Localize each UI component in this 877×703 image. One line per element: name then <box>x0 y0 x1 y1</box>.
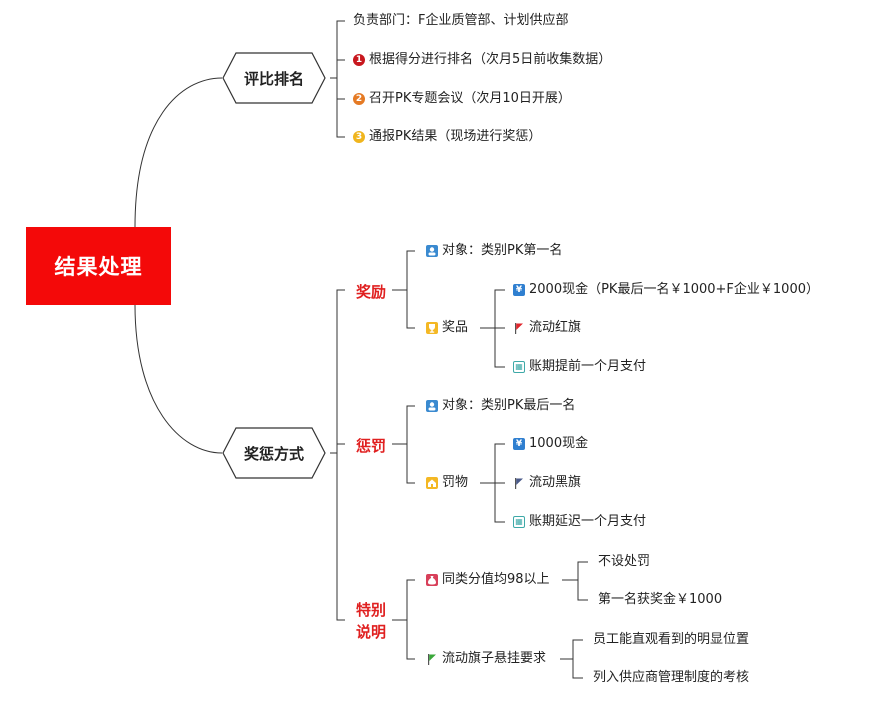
red-flag-icon <box>513 322 525 334</box>
yen-icon: ¥ <box>513 284 525 296</box>
special-a-node[interactable]: 同类分值均98以上 <box>426 572 550 588</box>
penalty-target-text: 对象：类别PK最后一名 <box>442 398 576 413</box>
ranking-item[interactable]: 3 通报PK结果（现场进行奖惩） <box>353 129 541 145</box>
penalty-item-text: 1000现金 <box>529 436 589 451</box>
penalty-item[interactable]: ¥ 1000现金 <box>513 436 588 452</box>
special-a-item-text: 不设处罚 <box>598 554 651 569</box>
ranking-item-text: 负责部门：F企业质管部、计划供应部 <box>353 13 569 28</box>
penalty-item[interactable]: ▦ 账期延迟一个月支付 <box>513 514 646 530</box>
reward-target-text: 对象：类别PK第一名 <box>442 243 563 258</box>
special-b-item[interactable]: 列入供应商管理制度的考核 <box>593 670 749 686</box>
hexagon-shape <box>222 427 326 479</box>
ranking-item-text: 根据得分进行排名（次月5日前收集数据） <box>369 52 612 67</box>
prize-label: 奖品 <box>442 320 469 335</box>
prize-item[interactable]: ▦ 账期提前一个月支付 <box>513 359 646 375</box>
prize-item[interactable]: ¥ 2000现金（PK最后一名￥1000+F企业￥1000） <box>513 282 819 298</box>
reward-target[interactable]: 对象：类别PK第一名 <box>426 243 562 259</box>
prize-item-text: 2000现金（PK最后一名￥1000+F企业￥1000） <box>529 282 819 297</box>
green-flag-icon <box>426 653 438 665</box>
root-node[interactable]: 结果处理 <box>26 227 171 305</box>
priority-2-icon: 2 <box>353 93 365 105</box>
reward-label: 奖励 <box>356 283 387 301</box>
prize-item[interactable]: 流动红旗 <box>513 320 581 336</box>
prize-item-text: 流动红旗 <box>529 320 582 335</box>
hexagon-shape <box>222 52 326 104</box>
special-a-item[interactable]: 不设处罚 <box>598 554 650 570</box>
reward-node[interactable]: 奖励 <box>356 281 386 302</box>
special-label-line1: 特别 <box>356 601 387 619</box>
priority-3-icon: 3 <box>353 131 365 143</box>
penalty-item-label: 罚物 <box>442 475 469 490</box>
priority-1-icon: 1 <box>353 54 365 66</box>
prize-item-text: 账期提前一个月支付 <box>529 359 647 374</box>
prize-node[interactable]: 奖品 <box>426 320 468 336</box>
person-icon <box>426 400 438 412</box>
calendar-icon: ▦ <box>513 516 525 528</box>
ranking-item[interactable]: 负责部门：F企业质管部、计划供应部 <box>353 13 568 29</box>
trophy-icon <box>426 322 438 334</box>
special-node[interactable]: 特别 说明 <box>356 599 386 643</box>
special-a-item[interactable]: 第一名获奖金￥1000 <box>598 592 722 608</box>
money-bag-icon <box>426 574 438 586</box>
black-flag-icon <box>513 477 525 489</box>
penalty-label: 惩罚 <box>356 437 387 455</box>
penalty-item-text: 流动黑旗 <box>529 475 582 490</box>
ranking-item-text: 召开PK专题会议（次月10日开展） <box>369 91 571 106</box>
penalty-item-node[interactable]: 罚物 <box>426 475 468 491</box>
special-b-item-text: 员工能直观看到的明显位置 <box>593 632 750 647</box>
special-label-line2: 说明 <box>356 623 387 641</box>
special-a-label: 同类分值均98以上 <box>442 572 550 587</box>
special-a-item-text: 第一名获奖金￥1000 <box>598 592 723 607</box>
ranking-node[interactable]: 评比排名 <box>222 52 326 104</box>
special-b-node[interactable]: 流动旗子悬挂要求 <box>426 651 546 667</box>
ranking-item[interactable]: 2 召开PK专题会议（次月10日开展） <box>353 91 571 107</box>
ranking-label: 评比排名 <box>243 69 304 88</box>
person-icon <box>426 245 438 257</box>
ranking-item-text: 通报PK结果（现场进行奖惩） <box>369 129 542 144</box>
penalty-item[interactable]: 流动黑旗 <box>513 475 581 491</box>
special-b-label: 流动旗子悬挂要求 <box>442 651 547 666</box>
ranking-item[interactable]: 1 根据得分进行排名（次月5日前收集数据） <box>353 52 611 68</box>
home-icon <box>426 477 438 489</box>
penalty-node[interactable]: 惩罚 <box>356 435 386 456</box>
root-label: 结果处理 <box>54 255 143 279</box>
reward-penalty-node[interactable]: 奖惩方式 <box>222 427 326 479</box>
penalty-item-text: 账期延迟一个月支付 <box>529 514 647 529</box>
special-b-item[interactable]: 员工能直观看到的明显位置 <box>593 632 749 648</box>
special-b-item-text: 列入供应商管理制度的考核 <box>593 670 750 685</box>
penalty-target[interactable]: 对象：类别PK最后一名 <box>426 398 575 414</box>
yen-icon: ¥ <box>513 438 525 450</box>
reward-penalty-label: 奖惩方式 <box>243 444 304 463</box>
calendar-icon: ▦ <box>513 361 525 373</box>
